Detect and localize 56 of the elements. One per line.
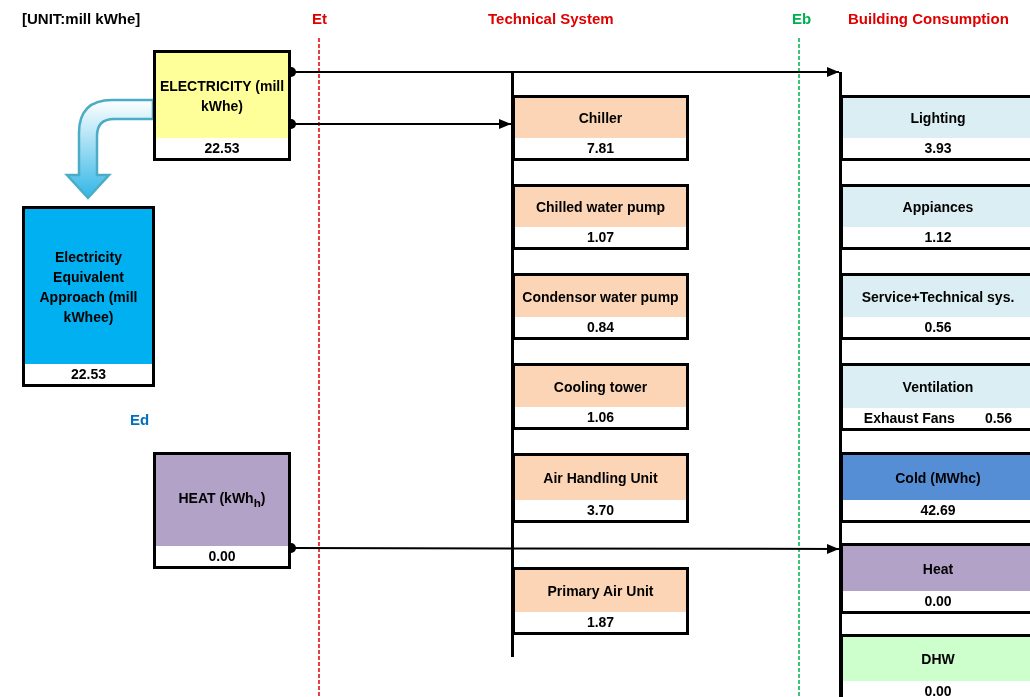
energy-box bbox=[512, 363, 689, 430]
box-value: 3.93 bbox=[924, 140, 952, 156]
energy-box bbox=[840, 543, 1030, 614]
energy-box bbox=[512, 453, 689, 523]
box-title: Ventilation bbox=[902, 378, 974, 397]
energy-box bbox=[512, 273, 689, 340]
box-title: Appiances bbox=[902, 198, 974, 217]
box-value: 22.53 bbox=[70, 366, 106, 382]
unit-note: [UNIT:mill kWhe] bbox=[22, 10, 141, 27]
energy-box bbox=[512, 184, 689, 250]
energy-box bbox=[840, 452, 1030, 523]
box-value: 1.12 bbox=[924, 229, 952, 245]
box-title: Chilled water pump bbox=[535, 198, 666, 217]
energy-box bbox=[153, 452, 291, 569]
box-title: ELECTRICITY (mill kWhe) bbox=[158, 76, 286, 116]
energy-box bbox=[840, 95, 1030, 161]
energy-box bbox=[153, 50, 291, 161]
arrow bbox=[65, 98, 155, 200]
box-title: Cold (MWhc) bbox=[895, 468, 981, 488]
box-title: Primary Air Unit bbox=[547, 582, 654, 601]
box-value: 0.00 bbox=[208, 548, 236, 564]
energy-box bbox=[512, 95, 689, 161]
box-title: Condensor water pump bbox=[522, 287, 679, 307]
box-title: Service+Technical sys. bbox=[861, 287, 1015, 307]
box-value: 1.07 bbox=[586, 229, 615, 245]
box-value: 1.06 bbox=[586, 409, 615, 425]
section-label: Building Consumption bbox=[848, 10, 1009, 27]
box-title: DHW bbox=[921, 650, 955, 669]
energy-box bbox=[840, 273, 1030, 340]
energy-box bbox=[512, 567, 689, 635]
energy-box bbox=[22, 206, 155, 387]
box-title: Cooling tower bbox=[553, 377, 648, 397]
box-value: 22.53 bbox=[204, 140, 240, 156]
box-value: 0.84 bbox=[586, 319, 615, 335]
box-value: 42.69 bbox=[920, 502, 956, 518]
box-value: 7.81 bbox=[586, 140, 615, 156]
energy-box bbox=[840, 184, 1030, 250]
section-label: Ed bbox=[130, 411, 150, 428]
box-title: Lighting bbox=[910, 109, 966, 128]
energy-box bbox=[840, 363, 1030, 431]
box-value: 0.56 bbox=[924, 319, 952, 335]
box-value: 3.70 bbox=[586, 502, 615, 518]
energy-box bbox=[840, 634, 1030, 697]
box-title: Chiller bbox=[578, 109, 623, 128]
section-label: Technical System bbox=[488, 10, 614, 27]
box-value: 0.00 bbox=[924, 593, 952, 609]
box-subtitle: Exhaust Fans bbox=[863, 410, 955, 426]
box-title: HEAT (kWh$_{h}$) bbox=[178, 489, 266, 511]
box-value: 0.56 bbox=[984, 410, 1013, 426]
box-title: Air Handling Unit bbox=[543, 469, 658, 488]
section-label: Et bbox=[312, 10, 327, 27]
box-value: 1.87 bbox=[586, 614, 615, 630]
section-label: Eb bbox=[792, 10, 812, 27]
box-title: Heat bbox=[922, 559, 954, 579]
box-value: 0.00 bbox=[924, 683, 952, 697]
box-title: Electricity Equivalent Approach (mill kWhee) bbox=[38, 247, 139, 327]
